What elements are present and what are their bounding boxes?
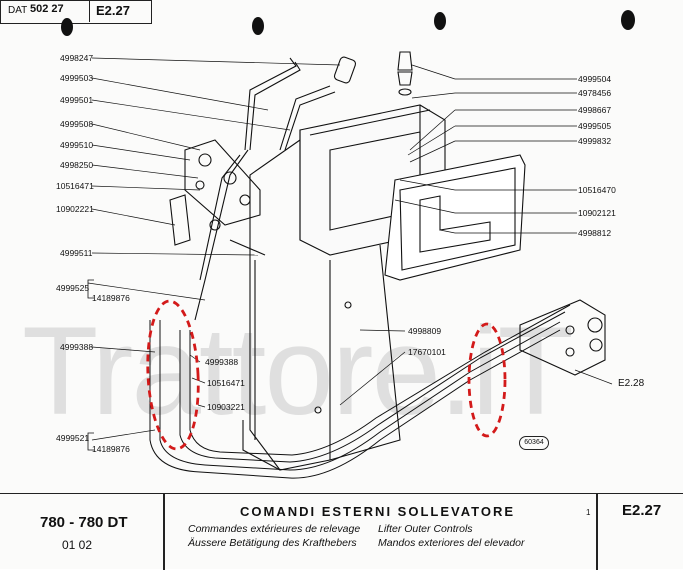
part-number-label: 10516470 <box>578 185 616 195</box>
part-number-label: 10516471 <box>56 181 94 191</box>
page-reference: E2.27 <box>622 502 662 519</box>
part-number-label: 4999510 <box>60 140 94 150</box>
part-number-label: 4998812 <box>578 228 612 238</box>
right-leader-rules <box>455 78 577 234</box>
punch-hole <box>434 12 446 30</box>
part-number-label: 4999508 <box>60 119 94 129</box>
part-number-label: 4998809 <box>408 326 442 336</box>
part-number-label: 4999511 <box>60 248 93 258</box>
part-number-label: 14189876 <box>92 293 130 303</box>
part-number-label: 4999505 <box>578 121 612 131</box>
model-name: 780 - 780 DT <box>40 514 128 531</box>
cover-plate <box>384 154 526 281</box>
part-number-label: 4999388 <box>205 357 239 367</box>
dat-label: DAT <box>8 5 28 16</box>
title-spanish: Mandos exteriores del elevador <box>378 537 525 549</box>
cable-end-fitting <box>519 299 606 376</box>
figure-number: 60364 <box>519 436 549 450</box>
leader-lines <box>87 57 613 441</box>
punch-hole <box>621 10 635 30</box>
bracket-marks <box>87 279 94 451</box>
part-number-label: 4998247 <box>60 53 94 63</box>
crossref-label: E2.28 <box>618 378 645 389</box>
binder-holes <box>61 10 635 36</box>
page-code: E2.27 <box>96 3 130 18</box>
part-number-label: 10902121 <box>578 208 616 218</box>
part-number-label: 4999521 <box>56 433 90 443</box>
highlight-ellipse <box>467 322 507 438</box>
part-number-label: 10902221 <box>56 204 94 214</box>
part-number-label: 17670101 <box>408 347 446 357</box>
exploded-drawing <box>87 51 613 479</box>
page-title: COMANDI ESTERNI SOLLEVATORE <box>240 504 516 519</box>
cables <box>149 304 571 479</box>
part-number-label: 4999503 <box>60 73 94 83</box>
part-number-label: 4999504 <box>578 74 612 84</box>
part-number-label: 4999388 <box>60 342 94 352</box>
part-number-label: 4978456 <box>578 88 612 98</box>
part-number-label: 4998250 <box>60 160 94 170</box>
title-english: Lifter Outer Controls <box>378 523 473 535</box>
punch-hole <box>252 17 264 35</box>
part-number-label: 4999832 <box>578 136 612 146</box>
title-block: 780 - 780 DT 01 02 COMANDI ESTERNI SOLLE… <box>0 493 683 570</box>
part-number-label: 10516471 <box>207 378 245 388</box>
dat-code: 502 27 <box>30 3 64 15</box>
part-number-label: 4998667 <box>578 105 612 115</box>
part-number-label: 4999525 <box>56 283 90 293</box>
part-number-label: 4999501 <box>60 95 94 105</box>
model-sub: 01 02 <box>62 538 93 552</box>
highlight-ellipse <box>146 299 200 451</box>
highlight-markers <box>146 299 507 451</box>
bracket-assembly <box>169 139 266 256</box>
footer-mark: 1 <box>586 508 591 517</box>
part-number-label: 10903221 <box>207 402 245 412</box>
dat-reference-box: DAT 502 27 E2.27 <box>0 0 152 24</box>
levers <box>194 51 413 321</box>
part-number-label: 14189876 <box>92 444 130 454</box>
title-french: Commandes extérieures de relevage <box>188 523 361 535</box>
punch-hole <box>61 18 73 36</box>
title-german: Äussere Betätigung des Krafthebers <box>188 537 357 549</box>
